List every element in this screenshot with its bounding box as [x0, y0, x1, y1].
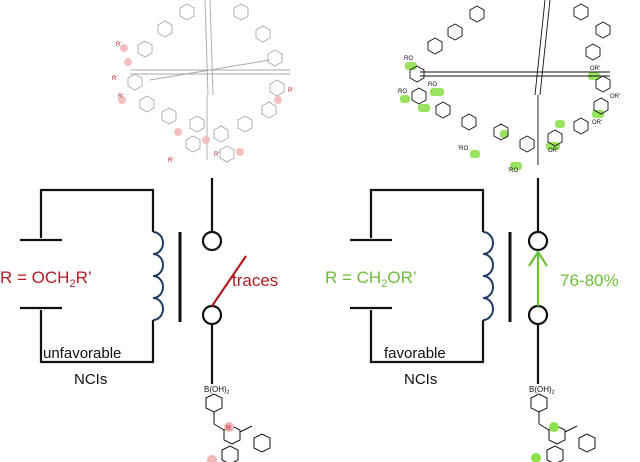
right-bottom-molecule — [530, 393, 596, 462]
cage-label: 'RO — [508, 168, 518, 174]
cage-label: R' — [112, 76, 117, 82]
left-cage-labels: R' R' R' R' R' R' — [112, 42, 293, 164]
right-boronic-acid-label: B(OH)2 — [529, 385, 555, 396]
right-cage-structure — [409, 0, 611, 165]
right-switch-result-label: 76-80% — [560, 271, 619, 290]
left-switch-terminal-bottom — [201, 304, 223, 326]
left-cage-structure — [127, 0, 290, 163]
cage-label: RO — [398, 89, 407, 95]
right-nci-quality-label: favorable — [384, 345, 446, 362]
cage-label: R' — [168, 158, 173, 164]
right-cage-highlights — [400, 62, 604, 170]
cage-label: OR' — [590, 66, 600, 72]
right-circuit — [350, 178, 549, 384]
left-switch-result-label: traces — [232, 271, 278, 290]
left-r-group-label: R = OCH2R’ — [0, 268, 92, 290]
cage-label: R' — [118, 94, 123, 100]
left-circuit — [20, 178, 223, 384]
cage-label: R' — [214, 152, 219, 158]
left-nci-quality-label: unfavorable — [43, 345, 121, 362]
left-switch-terminal-top — [201, 230, 223, 252]
cage-label: 'RO — [458, 146, 468, 152]
right-loop-wire — [369, 188, 485, 238]
right-bottom-molecule-highlights — [531, 422, 559, 462]
left-boronic-acid-label: B(OH)2 — [204, 385, 230, 396]
left-nci-word-label: NCIs — [74, 371, 107, 388]
cage-label: RO — [404, 56, 413, 62]
cage-label: R' — [116, 42, 121, 48]
cage-label: OR' — [548, 148, 558, 154]
right-switch-arrow-closed — [528, 249, 548, 306]
left-loop-wire — [39, 188, 155, 238]
right-loop-wire-bottom — [369, 310, 485, 364]
left-bottom-molecule-highlights — [207, 422, 234, 462]
left-bottom-molecule — [205, 393, 271, 462]
left-molecule-r-label: R — [226, 425, 231, 432]
cage-label: R' — [288, 88, 293, 94]
right-inductor-coil — [482, 231, 494, 321]
cage-label: OR' — [610, 94, 620, 100]
left-loop-wire-bottom — [39, 310, 155, 364]
right-nci-word-label: NCIs — [404, 371, 437, 388]
left-cage-highlights — [118, 44, 282, 156]
right-r-group-label: R = CH2OR’ — [325, 268, 417, 290]
left-switch-lever-open — [211, 255, 247, 307]
cage-label: RO — [428, 82, 437, 88]
right-switch-terminal-top — [527, 230, 549, 252]
right-switch-terminal-bottom — [527, 304, 549, 326]
left-inductor-coil — [152, 231, 164, 321]
cage-label: OR' — [592, 120, 602, 126]
right-cage-labels: RO RO RO OR' OR' OR' 'RO 'RO OR' — [398, 56, 620, 174]
